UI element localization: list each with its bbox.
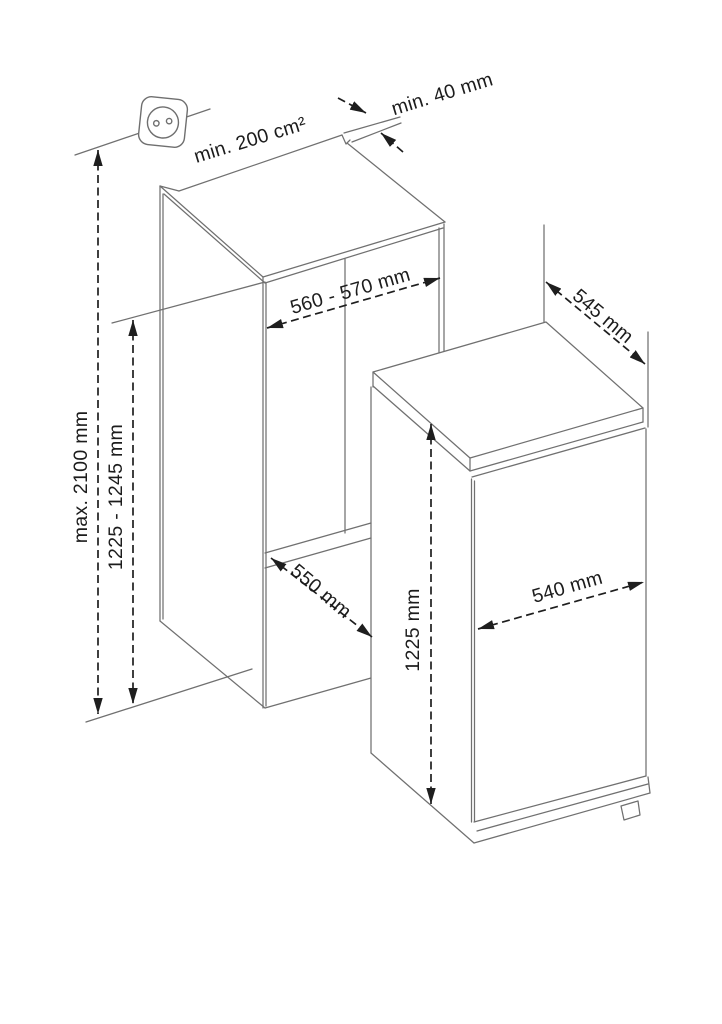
niche-height-label: 1225 - 1245 mm	[105, 424, 127, 570]
dimension-lines	[93, 97, 646, 804]
ceiling-height-label: max. 2100 mm	[70, 411, 92, 544]
socket-pin-hole	[165, 117, 173, 125]
niche-side-lines	[543, 224, 649, 428]
rear-gap-lines	[343, 116, 402, 143]
power-socket-icon	[137, 96, 189, 148]
dim-arrow-niche-width	[266, 277, 441, 329]
niche-floor-depth-label: 550 mm	[286, 560, 355, 623]
appliance-outline	[370, 321, 651, 844]
cabinet-outline	[159, 134, 446, 709]
niche-depth-label: 545 mm	[568, 285, 637, 348]
dim-arrow-appliance-width	[477, 581, 645, 630]
dim-arrow-niche-depth	[545, 281, 646, 365]
socket-pin-hole	[152, 119, 160, 127]
vent-area-label: min. 200 cm²	[191, 113, 309, 168]
wall-gap-label: min. 40 mm	[389, 68, 496, 120]
appliance-height-label: 1225 mm	[402, 588, 424, 671]
niche-ceiling-extension-line	[111, 281, 266, 324]
appliance-foot	[620, 800, 641, 821]
floor-line	[85, 668, 253, 723]
dim-arrow-wall-gap-lower	[380, 132, 404, 153]
dim-arrow-niche-floor-depth	[270, 557, 373, 638]
dim-arrow-wall-gap-upper	[337, 97, 367, 114]
